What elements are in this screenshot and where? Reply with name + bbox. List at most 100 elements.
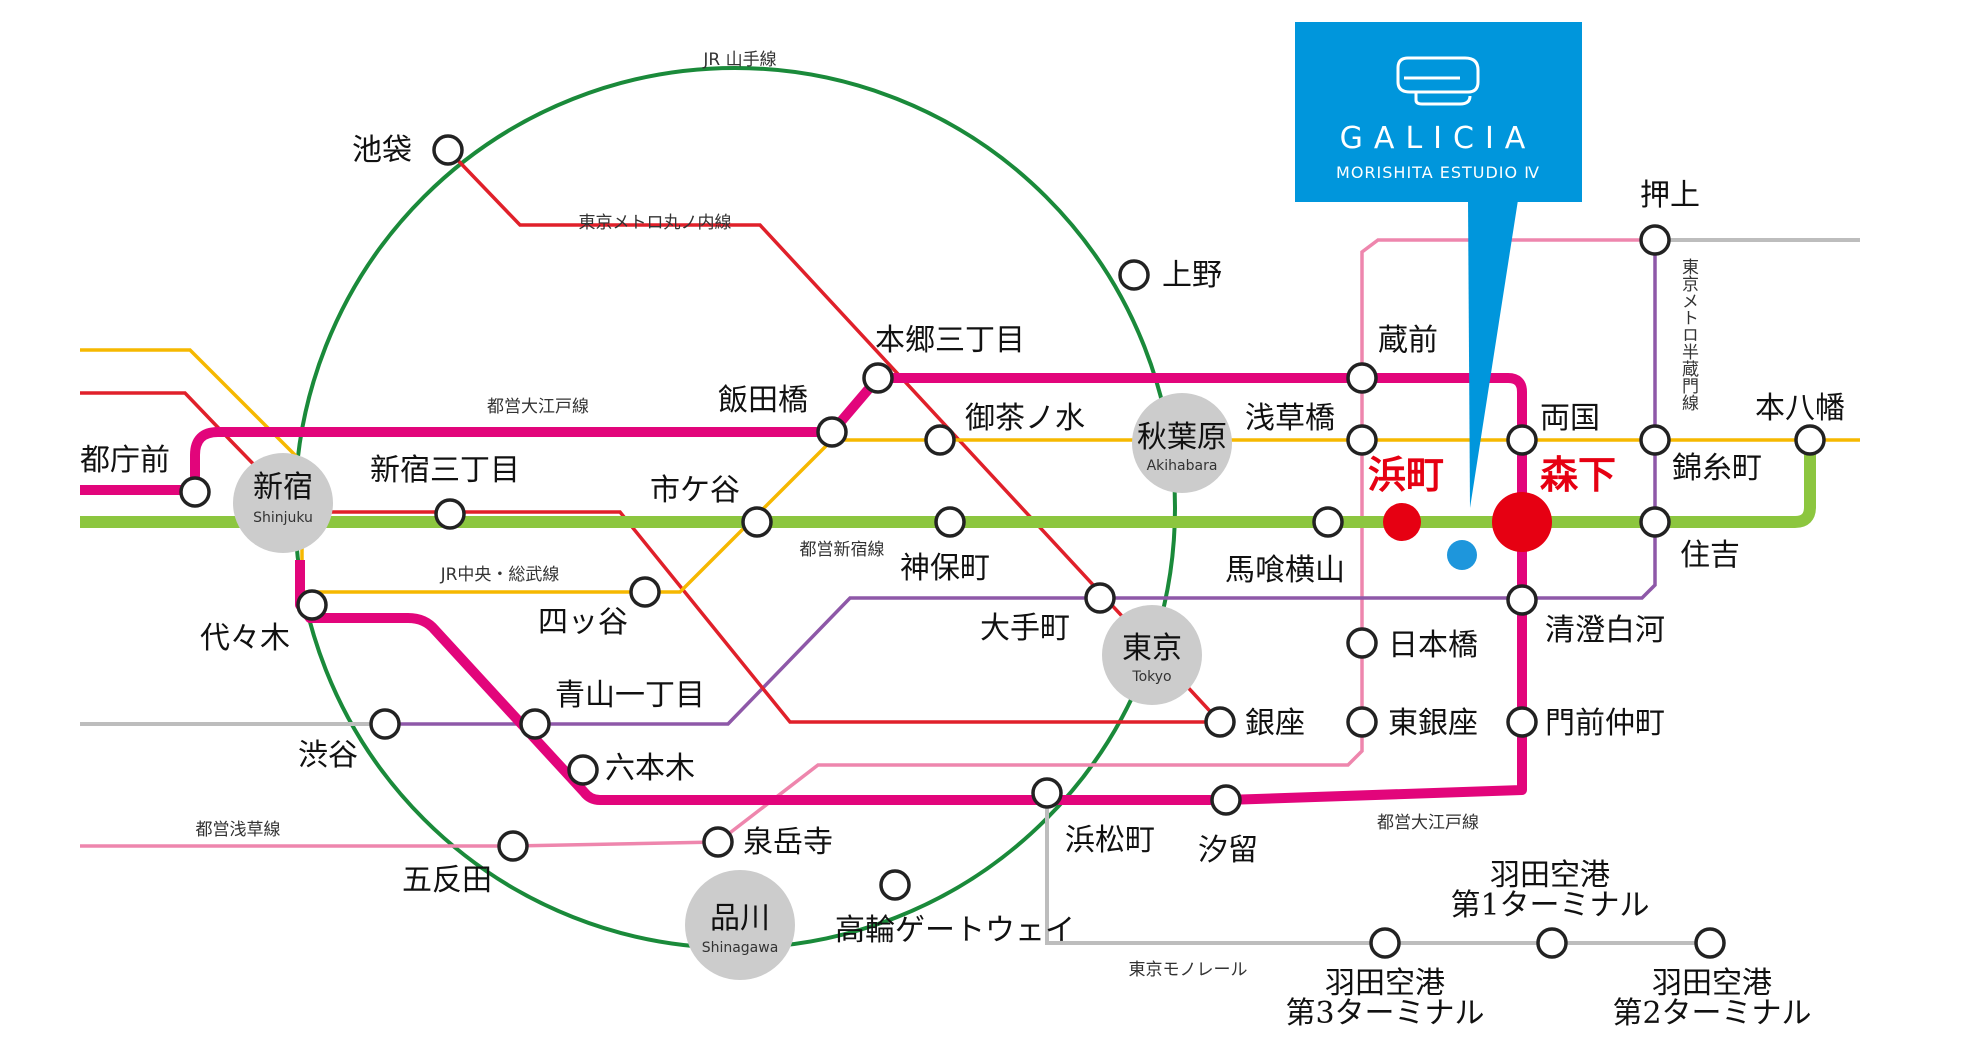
line-label-oedo-top: 都営大江戸線 (487, 397, 589, 417)
label-oshiage: 押上 (1640, 178, 1700, 213)
station-yoyogi[interactable] (296, 589, 328, 621)
label-higashiginza: 東銀座 (1388, 706, 1478, 741)
station-sengakuji[interactable] (702, 826, 734, 858)
label-otemachi: 大手町 (980, 611, 1070, 646)
oedo-line (80, 373, 1527, 805)
hub-label: 秋葉原 (1137, 420, 1227, 455)
label-haneda3-a: 羽田空港 (1325, 966, 1445, 1001)
hub-label-en: Shinjuku (253, 510, 313, 526)
station-sumiyoshi[interactable] (1639, 506, 1671, 538)
yamanote-line (293, 66, 1177, 950)
hub-tokyo[interactable]: 東京 Tokyo (1102, 605, 1202, 705)
station-asakusabashi[interactable] (1346, 424, 1378, 456)
brand-box (1295, 22, 1582, 202)
label-takanawa: 高輪ゲートウェイ (835, 913, 1075, 948)
station-gotanda[interactable] (497, 830, 529, 862)
station-shibuya[interactable] (369, 708, 401, 740)
station-kuramae[interactable] (1346, 362, 1378, 394)
label-yoyogi: 代々木 (200, 621, 290, 656)
station-otemachi[interactable] (1084, 582, 1116, 614)
station-nihonbashi[interactable] (1346, 627, 1378, 659)
label-haneda2-b: 第2ターミナル (1612, 996, 1811, 1031)
label-kuramae: 蔵前 (1378, 323, 1438, 358)
hub-shinagawa[interactable]: 品川 Shinagawa (685, 870, 795, 980)
station-ueno[interactable] (1118, 259, 1150, 291)
station-tochomae[interactable] (179, 476, 211, 508)
label-haneda1-a: 羽田空港 (1490, 858, 1610, 893)
station-takanawa[interactable] (879, 869, 911, 901)
hub-label: 品川 (710, 901, 770, 936)
station-markers (179, 134, 1826, 959)
label-sumiyoshi: 住吉 (1680, 538, 1740, 573)
station-jimbocho[interactable] (934, 506, 966, 538)
label-haneda1-b: 第1ターミナル (1450, 888, 1649, 923)
label-shinjuku3: 新宿三丁目 (370, 453, 520, 488)
hub-label-en: Tokyo (1131, 669, 1171, 685)
hub-label-en: Shinagawa (702, 940, 779, 956)
station-kinshicho[interactable] (1639, 424, 1671, 456)
label-jimbocho: 神保町 (900, 551, 990, 586)
station-hamamatsucho[interactable] (1031, 777, 1063, 809)
label-kinshicho: 錦糸町 (1672, 451, 1762, 486)
station-aoyama1[interactable] (519, 708, 551, 740)
label-haneda2-a: 羽田空港 (1652, 966, 1772, 1001)
galicia-logo-icon (1396, 56, 1480, 106)
station-ginza[interactable] (1204, 706, 1236, 738)
brand-name: GALICIA (1340, 121, 1537, 156)
label-ueno: 上野 (1162, 258, 1222, 293)
property-location-dot (1447, 540, 1477, 570)
label-gotanda: 五反田 (402, 863, 492, 898)
station-hamacho-marker[interactable] (1383, 503, 1421, 541)
hub-label: 東京 (1122, 631, 1182, 666)
station-ochanomizu[interactable] (924, 424, 956, 456)
hub-akihabara[interactable]: 秋葉原 Akihabara (1132, 393, 1232, 493)
label-hongo3: 本郷三丁目 (875, 323, 1025, 358)
station-roppongi[interactable] (567, 754, 599, 786)
label-morishita: 森下 (1540, 452, 1616, 497)
label-monzen: 門前仲町 (1545, 706, 1665, 741)
line-label-yamanote: JR 山手線 (702, 50, 776, 70)
station-morishita-marker[interactable] (1492, 492, 1552, 552)
shinjuku-line (80, 440, 1816, 528)
line-label-shinjuku: 都営新宿線 (800, 540, 885, 560)
station-monzen[interactable] (1506, 706, 1538, 738)
station-yotsuya[interactable] (629, 576, 661, 608)
station-higashiginza[interactable] (1346, 706, 1378, 738)
line-label-chuo-sobu: JR中央・総武線 (440, 565, 560, 585)
label-ikebukuro: 池袋 (352, 133, 412, 168)
station-haneda2[interactable] (1694, 927, 1726, 959)
station-haneda1[interactable] (1536, 927, 1568, 959)
brand-subtitle: MORISHITA ESTUDIO Ⅳ (1336, 163, 1540, 182)
station-shiodome[interactable] (1210, 784, 1242, 816)
marunouchi-line (446, 148, 1222, 724)
label-sengakuji: 泉岳寺 (743, 825, 833, 860)
station-oshiage[interactable] (1639, 224, 1671, 256)
station-ikebukuro[interactable] (432, 134, 464, 166)
asakusa-line (80, 238, 1655, 848)
label-bakuro: 馬喰横山 (1225, 553, 1345, 588)
station-ichigaya[interactable] (741, 506, 773, 538)
label-aoyama1: 青山一丁目 (555, 678, 705, 713)
station-kiyosumi[interactable] (1506, 584, 1538, 616)
station-motoyawata[interactable] (1794, 424, 1826, 456)
line-label-marunouchi: 東京メトロ丸ノ内線 (579, 213, 732, 233)
line-label-hanzomon: 東京メトロ半蔵門線 (1678, 258, 1699, 411)
brand-callout: GALICIA MORISHITA ESTUDIO Ⅳ (1295, 22, 1582, 508)
label-shibuya: 渋谷 (298, 738, 358, 773)
callout-pointer (1468, 200, 1518, 508)
label-asakusabashi: 浅草橋 (1245, 401, 1335, 436)
label-haneda3-b: 第3ターミナル (1285, 996, 1484, 1031)
station-haneda3[interactable] (1369, 927, 1401, 959)
label-tochomae: 都庁前 (80, 443, 170, 478)
station-ryogoku[interactable] (1506, 424, 1538, 456)
station-iidabashi[interactable] (816, 416, 848, 448)
label-hamacho: 浜町 (1368, 452, 1444, 497)
station-bakuro[interactable] (1312, 506, 1344, 538)
station-hongo3[interactable] (862, 362, 894, 394)
label-hamamatsucho: 浜松町 (1065, 823, 1155, 858)
label-ginza: 銀座 (1245, 706, 1305, 741)
station-shinjuku3[interactable] (434, 498, 466, 530)
label-nihonbashi: 日本橋 (1388, 628, 1478, 663)
hub-shinjuku[interactable]: 新宿 Shinjuku (233, 453, 333, 553)
